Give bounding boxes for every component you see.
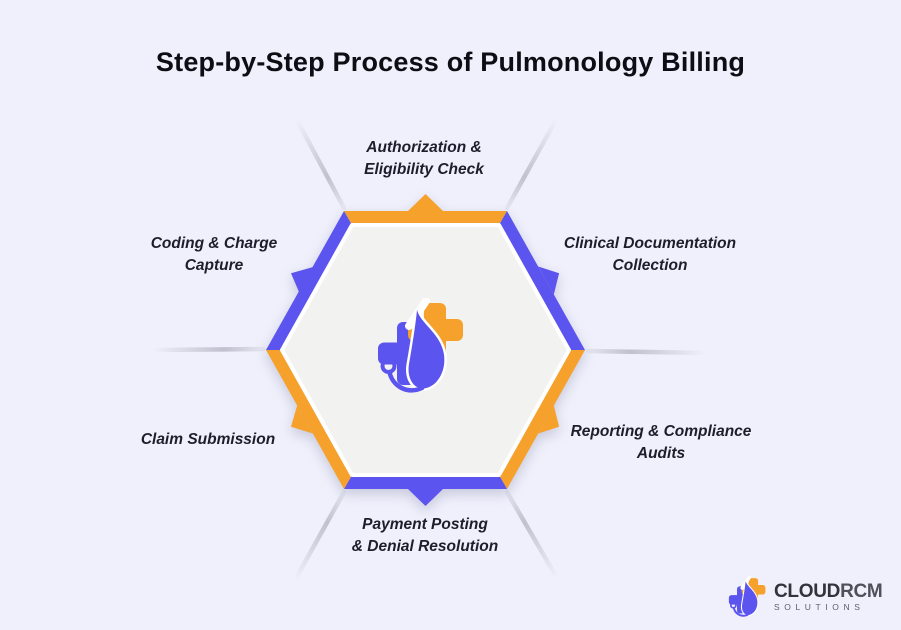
brand-tagline: SOLUTIONS [774, 602, 865, 612]
step-label-line: Audits [636, 445, 686, 462]
hexagon-edge-upper-right [499, 211, 585, 350]
ray-bottom-right [504, 489, 560, 581]
brand-logo-mark [728, 575, 768, 617]
page-title: Step-by-Step Process of Pulmonology Bill… [155, 47, 746, 77]
arrow-bottom-icon [408, 489, 443, 506]
ray-bottom-left [292, 489, 347, 583]
step-label-line: Capture [184, 257, 244, 274]
hexagon-edge-lower-left [266, 350, 352, 489]
step-label-payment-posting: Payment Posting & Denial Resolution [352, 514, 498, 558]
arrow-upper-right-icon [538, 266, 560, 295]
corner-rays [149, 117, 709, 583]
step-label-line: Clinical Documentation [563, 235, 737, 252]
brand-name-primary: CLOUD [774, 581, 841, 602]
brand-name: CLOUDRCM [774, 581, 883, 602]
brand-text: CLOUDRCM SOLUTIONS [774, 581, 883, 612]
step-label-line: Authorization & [366, 139, 482, 156]
step-label-claim-submission: Claim Submission [141, 429, 275, 451]
step-label-line: & Denial Resolution [351, 538, 499, 555]
brand-name-secondary: RCM [840, 581, 883, 602]
brand-logo: CLOUDRCM SOLUTIONS [728, 574, 888, 620]
ray-left [149, 346, 266, 353]
ray-top-right [504, 117, 559, 211]
ray-top-left [294, 117, 347, 211]
arrow-top-icon [408, 194, 443, 211]
hexagon-edge-upper-left [266, 211, 352, 350]
step-label-authorization-eligibility: Authorization & Eligibility Check [364, 137, 484, 181]
ray-right [585, 348, 709, 356]
arrow-upper-left-icon [291, 266, 315, 295]
step-label-line: Reporting & Compliance [570, 423, 752, 440]
hexagon-edge-bottom [344, 475, 507, 489]
step-label-reporting-compliance: Reporting & Compliance Audits [571, 421, 752, 465]
step-label-line: Coding & Charge [150, 235, 278, 252]
step-label-coding-charge: Coding & Charge Capture [151, 233, 278, 277]
step-label-clinical-documentation: Clinical Documentation Collection [564, 233, 736, 277]
step-label-line: Claim Submission [140, 431, 276, 448]
arrow-lower-left-icon [291, 405, 313, 434]
hexagon-edge-lower-right [499, 350, 585, 489]
step-label-line: Payment Posting [362, 516, 488, 533]
arrow-lower-right-icon [538, 405, 560, 434]
hexagon-edge-top [344, 211, 507, 225]
step-label-line: Eligibility Check [364, 161, 484, 178]
step-label-line: Collection [612, 257, 688, 274]
